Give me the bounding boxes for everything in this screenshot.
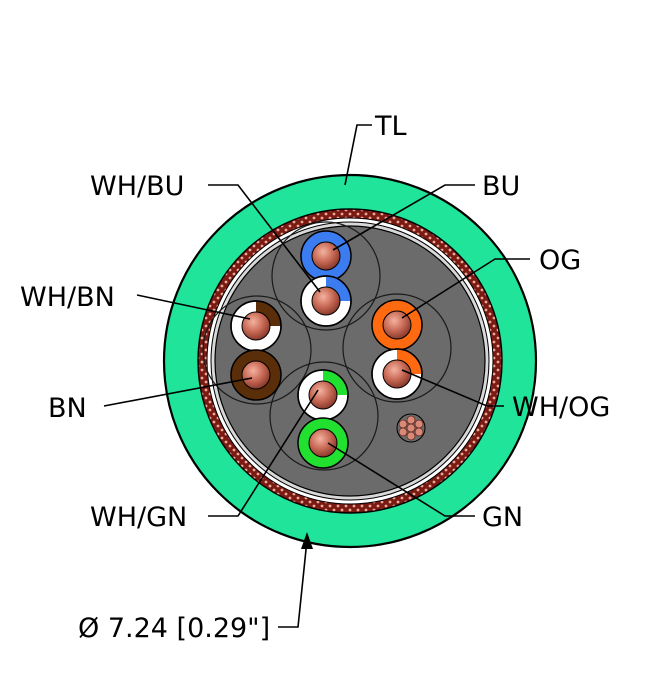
conductor-bn xyxy=(230,349,282,401)
dimension-arrowhead xyxy=(301,532,313,549)
label-wh-bu: WH/BU xyxy=(90,171,184,202)
label-wh-og: WH/OG xyxy=(512,392,610,423)
dimension-label: Ø 7.24 [0.29"] xyxy=(78,613,270,644)
conductor-og xyxy=(371,299,423,351)
drain-wire xyxy=(396,413,426,443)
leader-lines xyxy=(103,124,530,628)
conductor-bu xyxy=(300,230,352,282)
conductor-gn xyxy=(297,417,349,469)
label-wh-gn: WH/GN xyxy=(90,502,187,533)
label-og: OG xyxy=(539,245,581,276)
label-bu: BU xyxy=(482,171,520,202)
label-wh-bn: WH/BN xyxy=(20,282,115,313)
conductor-wh-og xyxy=(371,348,423,400)
conductor-wh-bu xyxy=(300,275,352,327)
label-gn: GN xyxy=(482,502,523,533)
label-bn: BN xyxy=(48,393,87,424)
label-tl: TL xyxy=(374,111,407,142)
conductor-wh-bn xyxy=(230,300,282,352)
pair-outlines xyxy=(202,221,452,471)
conductor-wh-gn xyxy=(297,369,349,421)
